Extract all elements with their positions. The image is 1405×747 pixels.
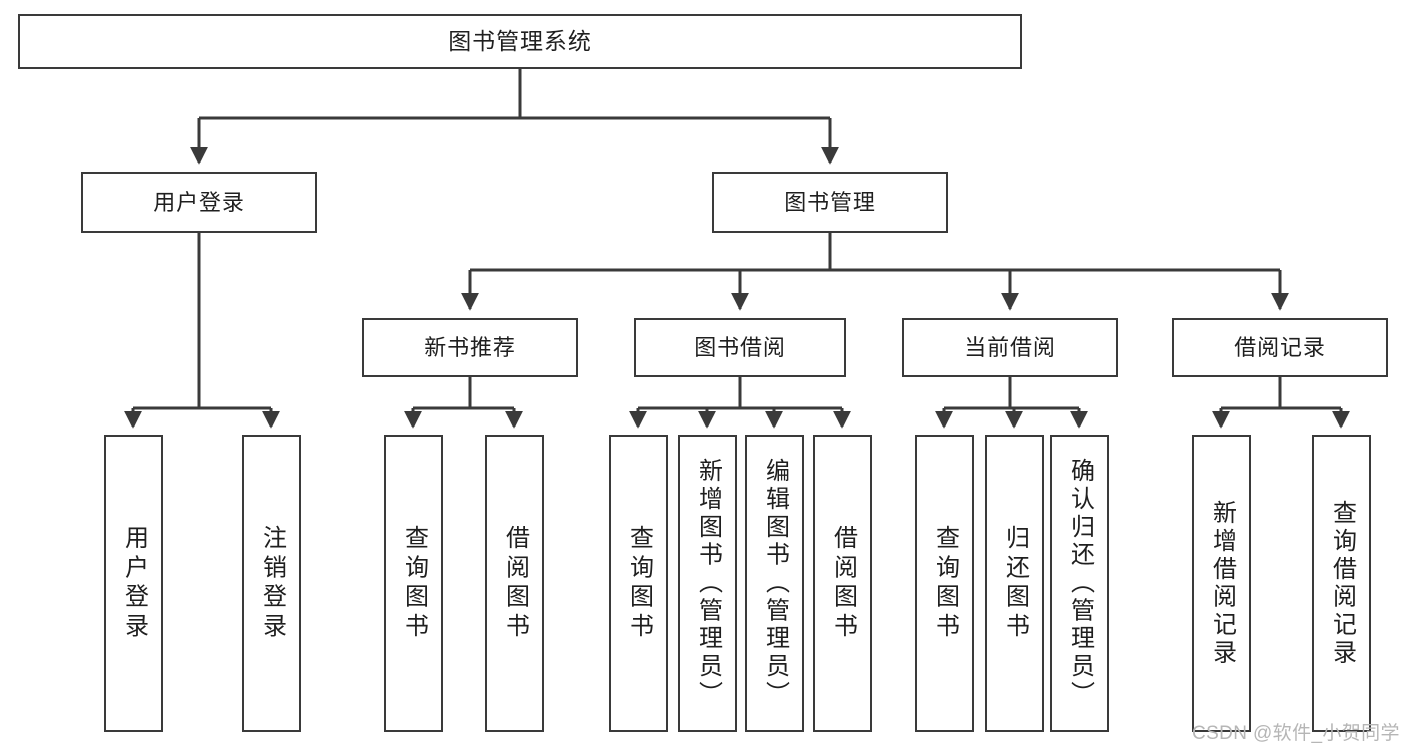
node-book-borrow-label: 图书借阅 [694, 334, 786, 360]
leaf-borrow-book-2-label: 借阅图书 [829, 524, 857, 643]
leaf-user-login[interactable]: 用户登录 [104, 435, 163, 732]
leaf-logout[interactable]: 注销登录 [242, 435, 301, 732]
node-current-borrow[interactable]: 当前借阅 [902, 318, 1118, 377]
node-book-manage[interactable]: 图书管理 [712, 172, 948, 233]
node-user-login-label: 用户登录 [153, 189, 245, 215]
leaf-query-book-2-label: 查询图书 [625, 524, 653, 643]
leaf-confirm-return-label: 确认归还（管理员） [1066, 458, 1094, 709]
node-root[interactable]: 图书管理系统 [18, 14, 1022, 69]
leaf-edit-book[interactable]: 编辑图书（管理员） [745, 435, 804, 732]
leaf-query-book-3-label: 查询图书 [931, 524, 959, 643]
node-book-borrow[interactable]: 图书借阅 [634, 318, 846, 377]
leaf-add-record[interactable]: 新增借阅记录 [1192, 435, 1251, 732]
leaf-add-record-label: 新增借阅记录 [1208, 499, 1236, 668]
leaf-borrow-book-1-label: 借阅图书 [501, 524, 529, 643]
node-root-label: 图书管理系统 [448, 27, 592, 54]
leaf-return-book[interactable]: 归还图书 [985, 435, 1044, 732]
leaf-user-login-label: 用户登录 [120, 524, 148, 643]
leaf-query-book-1-label: 查询图书 [400, 524, 428, 643]
node-current-borrow-label: 当前借阅 [964, 334, 1056, 360]
leaf-query-book-3[interactable]: 查询图书 [915, 435, 974, 732]
node-new-book-recommend[interactable]: 新书推荐 [362, 318, 578, 377]
leaf-add-book-label: 新增图书（管理员） [694, 458, 722, 709]
watermark: CSDN @软件_小贺同学 [1192, 723, 1400, 744]
node-user-login[interactable]: 用户登录 [81, 172, 317, 233]
leaf-confirm-return[interactable]: 确认归还（管理员） [1050, 435, 1109, 732]
leaf-query-book-2[interactable]: 查询图书 [609, 435, 668, 732]
leaf-borrow-book-1[interactable]: 借阅图书 [485, 435, 544, 732]
leaf-borrow-book-2[interactable]: 借阅图书 [813, 435, 872, 732]
node-borrow-record-label: 借阅记录 [1234, 334, 1326, 360]
node-book-manage-label: 图书管理 [784, 189, 876, 215]
leaf-logout-label: 注销登录 [258, 524, 286, 643]
node-borrow-record[interactable]: 借阅记录 [1172, 318, 1388, 377]
leaf-query-record-label: 查询借阅记录 [1328, 499, 1356, 668]
leaf-add-book[interactable]: 新增图书（管理员） [678, 435, 737, 732]
leaf-query-book-1[interactable]: 查询图书 [384, 435, 443, 732]
leaf-return-book-label: 归还图书 [1001, 524, 1029, 643]
node-new-book-recommend-label: 新书推荐 [424, 334, 516, 360]
leaf-edit-book-label: 编辑图书（管理员） [761, 458, 789, 709]
leaf-query-record[interactable]: 查询借阅记录 [1312, 435, 1371, 732]
